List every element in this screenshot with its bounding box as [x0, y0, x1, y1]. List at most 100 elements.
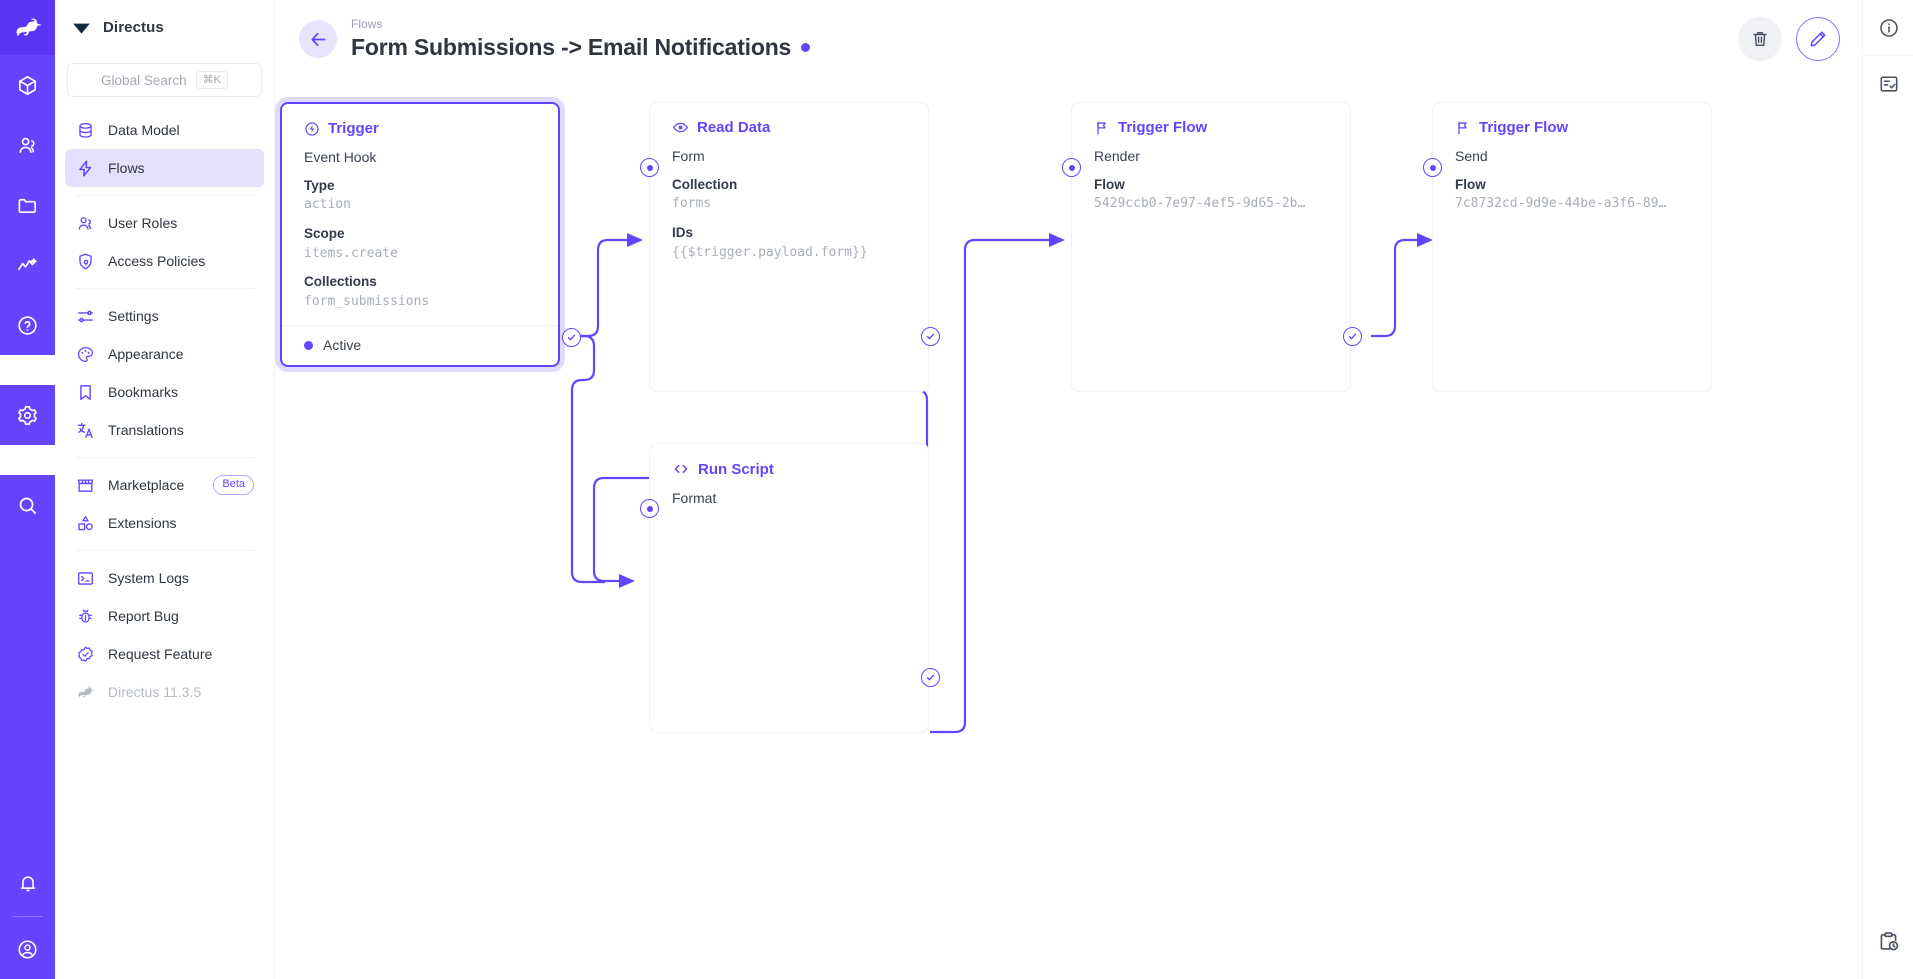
- header-actions: [1738, 17, 1840, 61]
- module-rail: [0, 0, 55, 979]
- node-run-script[interactable]: Run Script Format: [640, 443, 940, 733]
- search-shortcut-kbd: ⌘K: [195, 70, 228, 90]
- node-field: Type action: [304, 176, 536, 215]
- node-trigger-flow-render-output-handle[interactable]: [1343, 327, 1362, 346]
- search-input[interactable]: Global Search ⌘K: [67, 63, 262, 97]
- node-read-data[interactable]: Read Data Form Collection forms IDs {{$t…: [640, 102, 940, 392]
- sidebar-item-translations[interactable]: Translations: [65, 411, 264, 449]
- pencil-icon: [1810, 31, 1826, 47]
- sidebar-item-settings[interactable]: Settings: [65, 297, 264, 335]
- node-run-script-input-handle[interactable]: [640, 499, 659, 518]
- sidebar-item-data-model[interactable]: Data Model: [65, 111, 264, 149]
- node-read-data-output-handle[interactable]: [921, 327, 940, 346]
- edge-arrow: [627, 233, 643, 247]
- node-subtitle: Render: [1094, 148, 1140, 164]
- sidebar-item-user-roles[interactable]: User Roles: [65, 204, 264, 242]
- sidebar-item-label: Appearance: [108, 346, 184, 362]
- node-subtitle: Form: [672, 148, 705, 164]
- main-area: Flows Form Submissions -> Email Notifica…: [275, 0, 1862, 979]
- sidebar-item-system-logs[interactable]: System Logs: [65, 559, 264, 597]
- info-circle-icon: [1879, 18, 1898, 37]
- settings-module-icon[interactable]: [0, 385, 55, 445]
- activity-history-button[interactable]: [1863, 914, 1913, 969]
- node-trigger-flow-render[interactable]: Trigger Flow Render Flow 5429ccb0-7e97-4…: [1062, 102, 1362, 392]
- sidebar-item-report-bug[interactable]: Report Bug: [65, 597, 264, 635]
- notifications-icon[interactable]: [0, 854, 55, 914]
- node-field: Collections form_submissions: [304, 272, 536, 311]
- edge-arrow: [1049, 233, 1065, 247]
- node-trigger-output-handle[interactable]: [562, 328, 581, 347]
- dot-circle-icon: [646, 505, 653, 512]
- sidebar-item-flows[interactable]: Flows: [65, 149, 264, 187]
- node-read-data-header: Read Data: [672, 119, 906, 136]
- sidebar-item-appearance[interactable]: Appearance: [65, 335, 264, 373]
- extensions-icon: [75, 513, 95, 533]
- delete-flow-button[interactable]: [1738, 17, 1782, 61]
- node-trigger-flow-send[interactable]: Trigger Flow Send Flow 7c8732cd-9d9e-44b…: [1423, 102, 1712, 392]
- users-module-icon[interactable]: [0, 115, 55, 175]
- sidebar-item-request-feature[interactable]: Request Feature: [65, 635, 264, 673]
- field-key: Collections: [304, 274, 377, 290]
- field-value: 7c8732cd-9d9e-44be-a3f6-89…: [1455, 196, 1667, 212]
- palette-icon: [75, 344, 95, 364]
- sidebar-divider: [75, 288, 254, 289]
- node-trigger-flow-render-input-handle[interactable]: [1062, 158, 1081, 177]
- field-key: Flow: [1455, 176, 1486, 192]
- search-module-icon[interactable]: [0, 475, 55, 535]
- directus-mark-icon: [73, 23, 90, 34]
- check-circle-icon: [926, 333, 935, 340]
- sidebar-item-bookmarks[interactable]: Bookmarks: [65, 373, 264, 411]
- node-status-footer: Active: [282, 325, 558, 365]
- insights-module-icon[interactable]: [0, 235, 55, 295]
- flow-canvas[interactable]: Trigger Event Hook Type action Scope ite…: [275, 78, 1913, 979]
- shield-lock-icon: [75, 251, 95, 271]
- breadcrumb[interactable]: Flows: [351, 17, 383, 32]
- node-field: Flow 5429ccb0-7e97-4ef5-9d65-2b…: [1094, 175, 1328, 214]
- user-circle-icon[interactable]: [0, 919, 55, 979]
- sidebar-item-label: Translations: [108, 422, 184, 438]
- sidebar-item-marketplace[interactable]: Marketplace Beta: [65, 466, 264, 504]
- right-rail-divider: [1863, 55, 1913, 56]
- edit-flow-button[interactable]: [1796, 17, 1840, 61]
- sidebar-item-label: Directus 11.3.5: [108, 684, 202, 700]
- flag-icon: [1455, 120, 1471, 136]
- edge-arrow: [1417, 233, 1433, 247]
- node-type-label: Trigger: [328, 120, 379, 137]
- help-module-icon[interactable]: [0, 295, 55, 355]
- directus-logo-button[interactable]: [0, 0, 55, 55]
- code-brackets-icon: [672, 460, 690, 478]
- sidebar-item-extensions[interactable]: Extensions: [65, 504, 264, 542]
- arrow-left-icon: [310, 32, 326, 46]
- directus-rabbit-icon: [75, 682, 95, 702]
- node-trigger-flow-render-header: Trigger Flow: [1094, 119, 1328, 136]
- sidebar-item-label: Bookmarks: [108, 384, 179, 400]
- node-run-script-output-handle[interactable]: [921, 668, 940, 687]
- sidebar-divider: [75, 195, 254, 196]
- flow-logs-panel-button[interactable]: [1863, 56, 1913, 111]
- flow-info-panel-button[interactable]: [1863, 0, 1913, 55]
- content-module-icon[interactable]: [0, 55, 55, 115]
- node-trigger-flow-send-input-handle[interactable]: [1423, 158, 1442, 177]
- back-button[interactable]: [299, 20, 337, 58]
- edge-trigger-to-read-data: [574, 238, 633, 338]
- field-value: forms: [672, 196, 712, 212]
- node-read-data-input-handle[interactable]: [640, 158, 659, 177]
- edge-trigger-to-run-script-seg: [570, 334, 605, 584]
- status-dot: [304, 340, 313, 350]
- node-trigger[interactable]: Trigger Event Hook Type action Scope ite…: [280, 102, 581, 368]
- sidebar-item-access-policies[interactable]: Access Policies: [65, 242, 264, 280]
- list-check-icon: [1880, 75, 1897, 92]
- sidebar-item-label: Data Model: [108, 122, 180, 138]
- sidebar-divider: [75, 457, 254, 458]
- field-key: Scope: [304, 225, 345, 241]
- sidebar-item-label: Marketplace: [108, 477, 185, 493]
- flow-edges: [570, 233, 1433, 734]
- node-subtitle: Event Hook: [304, 149, 377, 165]
- node-run-script-header: Run Script: [672, 460, 906, 478]
- sidebar-item-label: Access Policies: [108, 253, 206, 269]
- files-module-icon[interactable]: [0, 175, 55, 235]
- trash-icon: [1753, 31, 1767, 47]
- beta-badge: Beta: [213, 475, 254, 495]
- edge-run-script-to-trigger-flow-render: [930, 238, 1055, 734]
- field-key: Type: [304, 177, 335, 193]
